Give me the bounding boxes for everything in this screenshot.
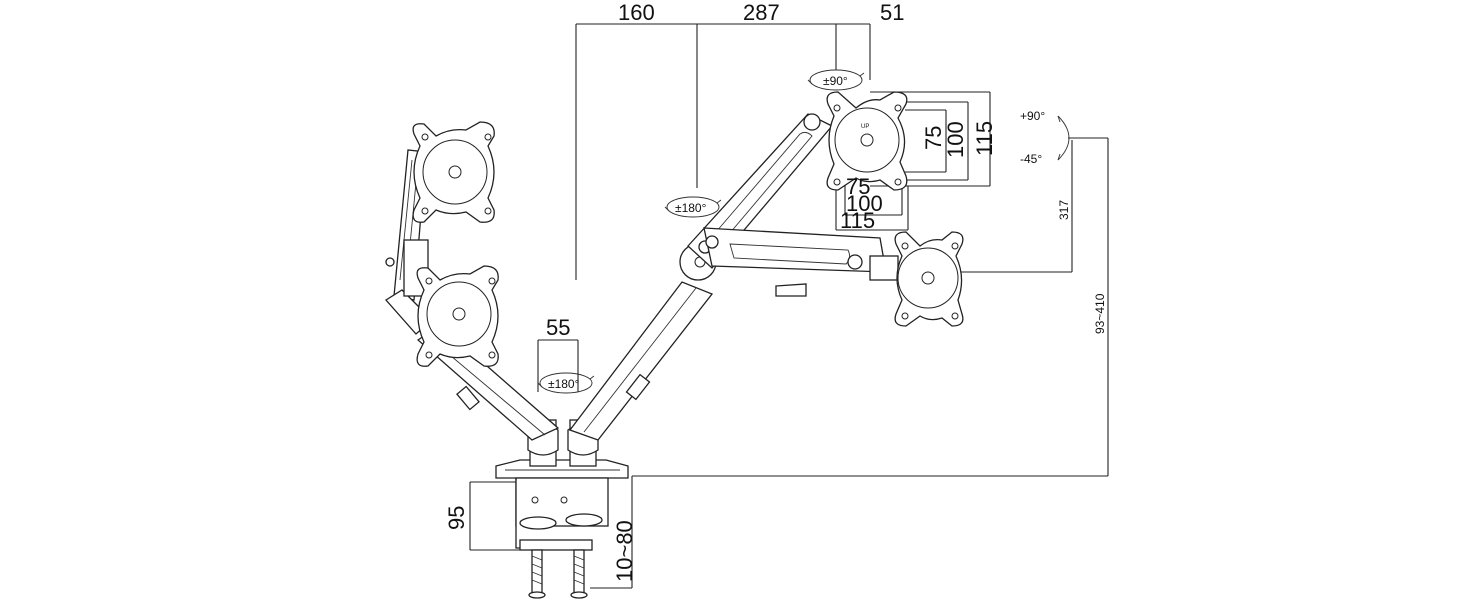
vesa-plate-top-right: UP [826,91,908,191]
label-rotate-arm: ±180° [675,201,707,215]
rotate-base-ellipse [539,372,593,394]
rotation-indicators [537,69,1070,394]
label-vesa-75-h: 75 [846,174,870,199]
label-vesa-100-v: 100 [943,121,968,158]
label-287: 287 [743,0,780,25]
dimension-lines [469,23,1109,589]
right-lower-arm [568,281,714,441]
label-55: 55 [546,315,570,340]
label-vesa-115-v: 115 [972,121,997,156]
rotate-head-ellipse [809,69,863,91]
dimension-labels: 160 287 51 ±90° ±180° ±180° +90° -45° 55… [444,0,1107,582]
up-mark: UP [861,124,869,130]
vesa-plate-top-left [412,121,495,223]
label-rotate-head: ±90° [823,74,848,88]
label-317: 317 [1057,200,1071,220]
label-95: 95 [444,506,469,530]
desk-clamp [495,459,629,599]
label-vesa-75-v: 75 [921,126,946,150]
label-93-410: 93~410 [1093,293,1107,334]
vesa-plate-lower-right [894,231,964,327]
label-vesa-100-h: 100 [846,191,883,216]
label-10-80: 10~80 [612,520,637,582]
vesa-plate-lower-left [416,265,499,367]
label-51: 51 [880,0,904,25]
tilt-arc [1057,115,1070,161]
label-rotate-base: ±180° [548,377,580,391]
label-tilt-up: +90° [1020,109,1045,123]
label-vesa-115-h: 115 [840,208,875,233]
rotate-arm-ellipse [666,196,720,218]
label-160: 160 [618,0,655,25]
label-tilt-down: -45° [1020,152,1042,166]
